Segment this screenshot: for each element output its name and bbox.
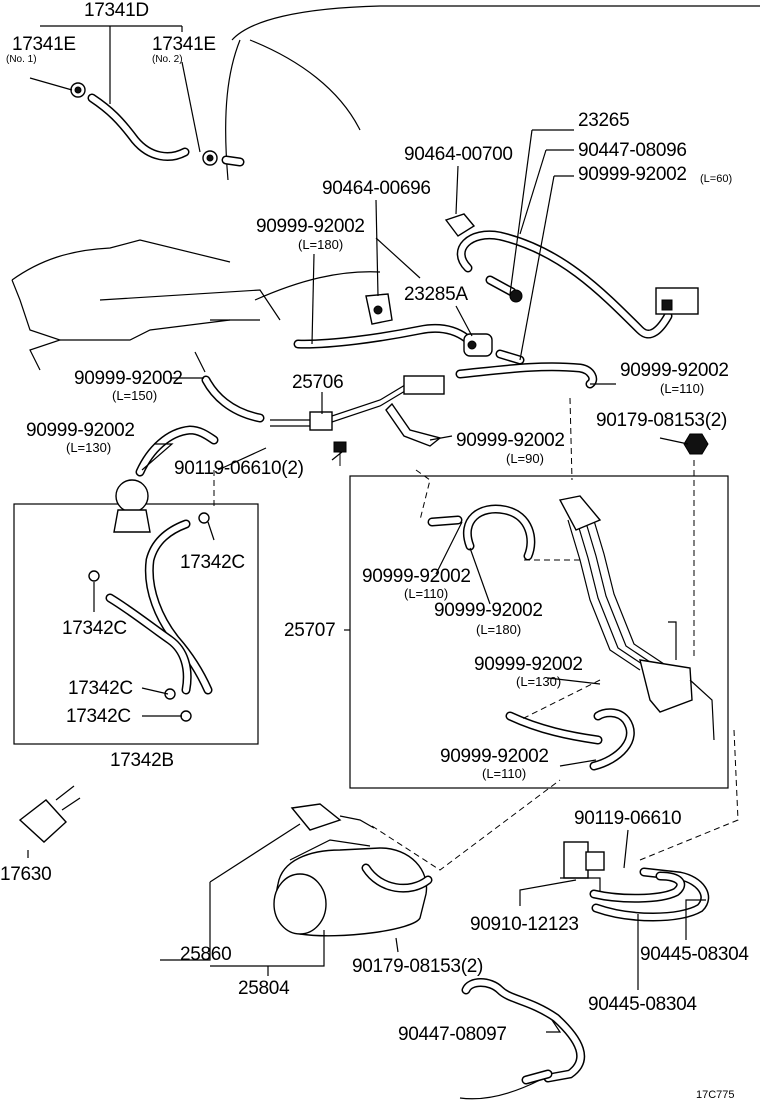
label-23285A: 23285A xyxy=(404,284,468,305)
label-25804: 25804 xyxy=(238,978,290,999)
figure-code: 17C775 xyxy=(696,1089,735,1101)
label-17630: 17630 xyxy=(0,864,51,885)
label-17342C-b: 17342C xyxy=(62,618,127,639)
label-25706: 25706 xyxy=(292,372,343,393)
label-l90: (L=90) xyxy=(506,451,544,466)
engine-outline xyxy=(11,5,760,373)
label-17341E-1: 17341E xyxy=(12,34,76,55)
label-25707: 25707 xyxy=(284,620,335,641)
sensor-17630-icon xyxy=(18,785,81,843)
dashed-leaders-25707 xyxy=(415,397,695,721)
label-17342B: 17342B xyxy=(110,750,174,771)
vacuum-switch-icon xyxy=(655,287,699,315)
label-no2: (No. 2) xyxy=(152,54,183,65)
label-90447-08096: 90447-08096 xyxy=(578,140,687,161)
hose-l180 xyxy=(293,323,471,349)
bolt-icon xyxy=(333,433,709,466)
label-l180: (L=180) xyxy=(298,237,343,252)
canister-25804-icon xyxy=(273,839,433,937)
label-90999-l130-left: 90999-92002 xyxy=(26,420,135,441)
label-90999-l130-mid: 90999-92002 xyxy=(474,654,583,675)
label-90999-l110-right: 90999-92002 xyxy=(620,360,729,381)
hose-17341D xyxy=(87,93,245,167)
label-90179-08153-bottom: 90179-08153(2) xyxy=(352,956,483,977)
clip-icon xyxy=(444,213,523,303)
label-90445-08304-b: 90445-08304 xyxy=(588,994,697,1015)
label-90999-l110-mid: 90999-92002 xyxy=(362,566,471,587)
label-90179-08153-top: 90179-08153(2) xyxy=(596,410,727,431)
label-90445-08304-a: 90445-08304 xyxy=(640,944,749,965)
label-l130-mid: (L=130) xyxy=(516,674,561,689)
hoses-25707 xyxy=(427,504,635,771)
label-17341D: 17341D xyxy=(84,0,149,21)
vsv-90910-icon xyxy=(560,841,605,892)
hose-90447-08097 xyxy=(459,978,586,1100)
label-no1: (No. 1) xyxy=(6,54,37,65)
label-90910-12123: 90910-12123 xyxy=(470,914,579,935)
label-90464-00700: 90464-00700 xyxy=(404,144,513,165)
label-90447-08097: 90447-08097 xyxy=(398,1024,507,1045)
box-25707 xyxy=(349,475,729,789)
label-l110-mid: (L=110) xyxy=(404,586,448,601)
leader-lines xyxy=(27,25,706,1033)
clamp-icon xyxy=(70,82,218,166)
hose-l150 xyxy=(201,375,265,423)
label-l110-right: (L=110) xyxy=(660,381,704,396)
label-17341E-2: 17341E xyxy=(152,34,216,55)
label-90999-l150: 90999-92002 xyxy=(74,368,183,389)
label-25860: 25860 xyxy=(180,944,231,965)
label-17342C-c: 17342C xyxy=(68,678,133,699)
label-90999-l90: 90999-92002 xyxy=(456,430,565,451)
bracket-25707-icon xyxy=(558,495,715,741)
label-l150: (L=150) xyxy=(112,388,157,403)
hoses-90445 xyxy=(589,867,710,922)
label-90119-06610: 90119-06610 xyxy=(574,808,681,829)
label-l130-left: (L=130) xyxy=(66,440,111,455)
label-90119-06610-2: 90119-06610(2) xyxy=(174,458,304,479)
label-90999-l180-mid: 90999-92002 xyxy=(434,600,543,621)
dashed-leaders-canister xyxy=(371,729,739,871)
label-l60: (L=60) xyxy=(700,173,732,185)
hose-23265 xyxy=(456,230,673,339)
vsv-25706-icon xyxy=(270,375,445,447)
label-17342C-a: 17342C xyxy=(180,552,245,573)
label-l110-low: (L=110) xyxy=(482,766,526,781)
hose-l110-right xyxy=(455,349,598,389)
label-90999-l110-low: 90999-92002 xyxy=(440,746,549,767)
label-90999-l60: 90999-92002 xyxy=(578,164,687,185)
label-90464-00696: 90464-00696 xyxy=(322,178,431,199)
hose-l130-left xyxy=(135,425,219,477)
sensor-25860-icon xyxy=(290,803,375,831)
label-23265: 23265 xyxy=(578,110,629,131)
label-l180-mid: (L=180) xyxy=(476,622,521,637)
label-17342C-d: 17342C xyxy=(66,706,131,727)
valve-23285A-icon xyxy=(463,333,493,357)
bracket-icon xyxy=(365,293,393,325)
label-90999-l180: 90999-92002 xyxy=(256,216,365,237)
callout-labels: 17341D 17341E (No. 1) 17341E (No. 2) 232… xyxy=(0,0,750,1101)
